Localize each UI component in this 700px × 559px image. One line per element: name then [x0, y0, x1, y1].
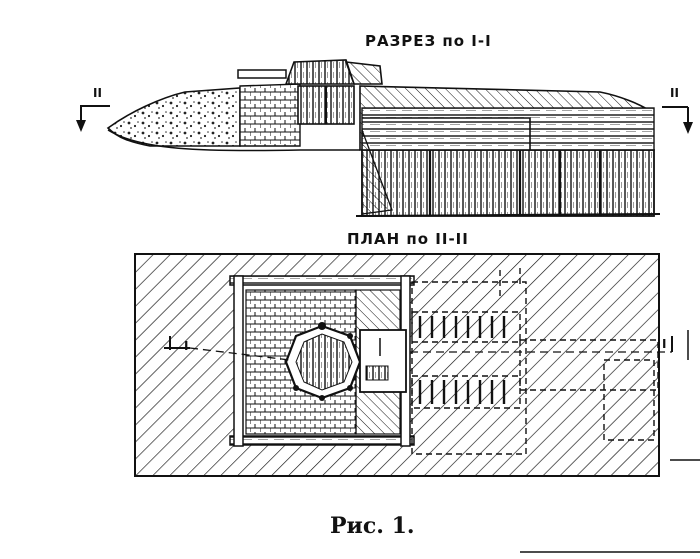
turret — [237, 59, 383, 125]
section-title: РАЗРЕЗ по I-I — [365, 32, 492, 50]
gallery-logs — [418, 316, 506, 404]
plan-section-line — [164, 336, 673, 361]
trench-floor — [355, 213, 661, 217]
section-mark-left: II — [93, 86, 102, 100]
plan-view — [134, 253, 700, 477]
log-chamber — [361, 107, 655, 217]
cupola-plan — [284, 322, 362, 401]
ground-surface — [107, 129, 360, 152]
figure-caption: Рис. 1. — [330, 513, 415, 539]
plan-mark-right: I — [662, 337, 667, 351]
plan-title: ПЛАН по II-II — [347, 230, 469, 248]
dashed-galleries — [411, 268, 659, 455]
plan-mark-left: I — [184, 339, 189, 353]
entrance-block — [359, 329, 407, 393]
section-view — [76, 59, 693, 217]
earth-mound — [106, 87, 241, 147]
section-mark-right: II — [670, 86, 679, 100]
